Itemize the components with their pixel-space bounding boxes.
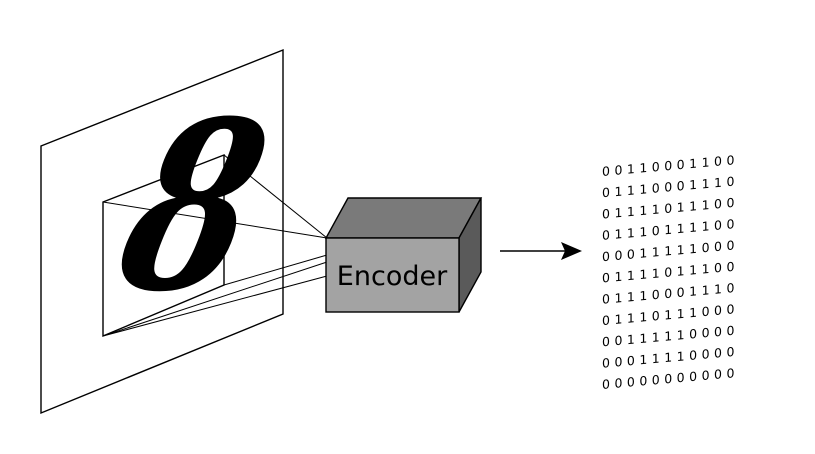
arrow-head [561,242,582,260]
projection-line [102,201,328,239]
projection-lines [102,154,328,337]
projection-line [102,261,328,337]
encoder-box-top [324,197,483,239]
encoder-label: Encoder [337,261,448,292]
binary-code-grid: 0011000110001110001110011110111000111011… [602,152,739,392]
projection-line [223,154,328,239]
output-arrow [500,242,582,260]
encoder-box: Encoder [324,197,483,313]
encoder-box-front [325,237,460,313]
binary-row-text: 00000000000 [602,365,739,392]
projection-line [102,275,328,337]
binary-row: 00000000000 [602,365,739,392]
projection-line [223,254,328,286]
